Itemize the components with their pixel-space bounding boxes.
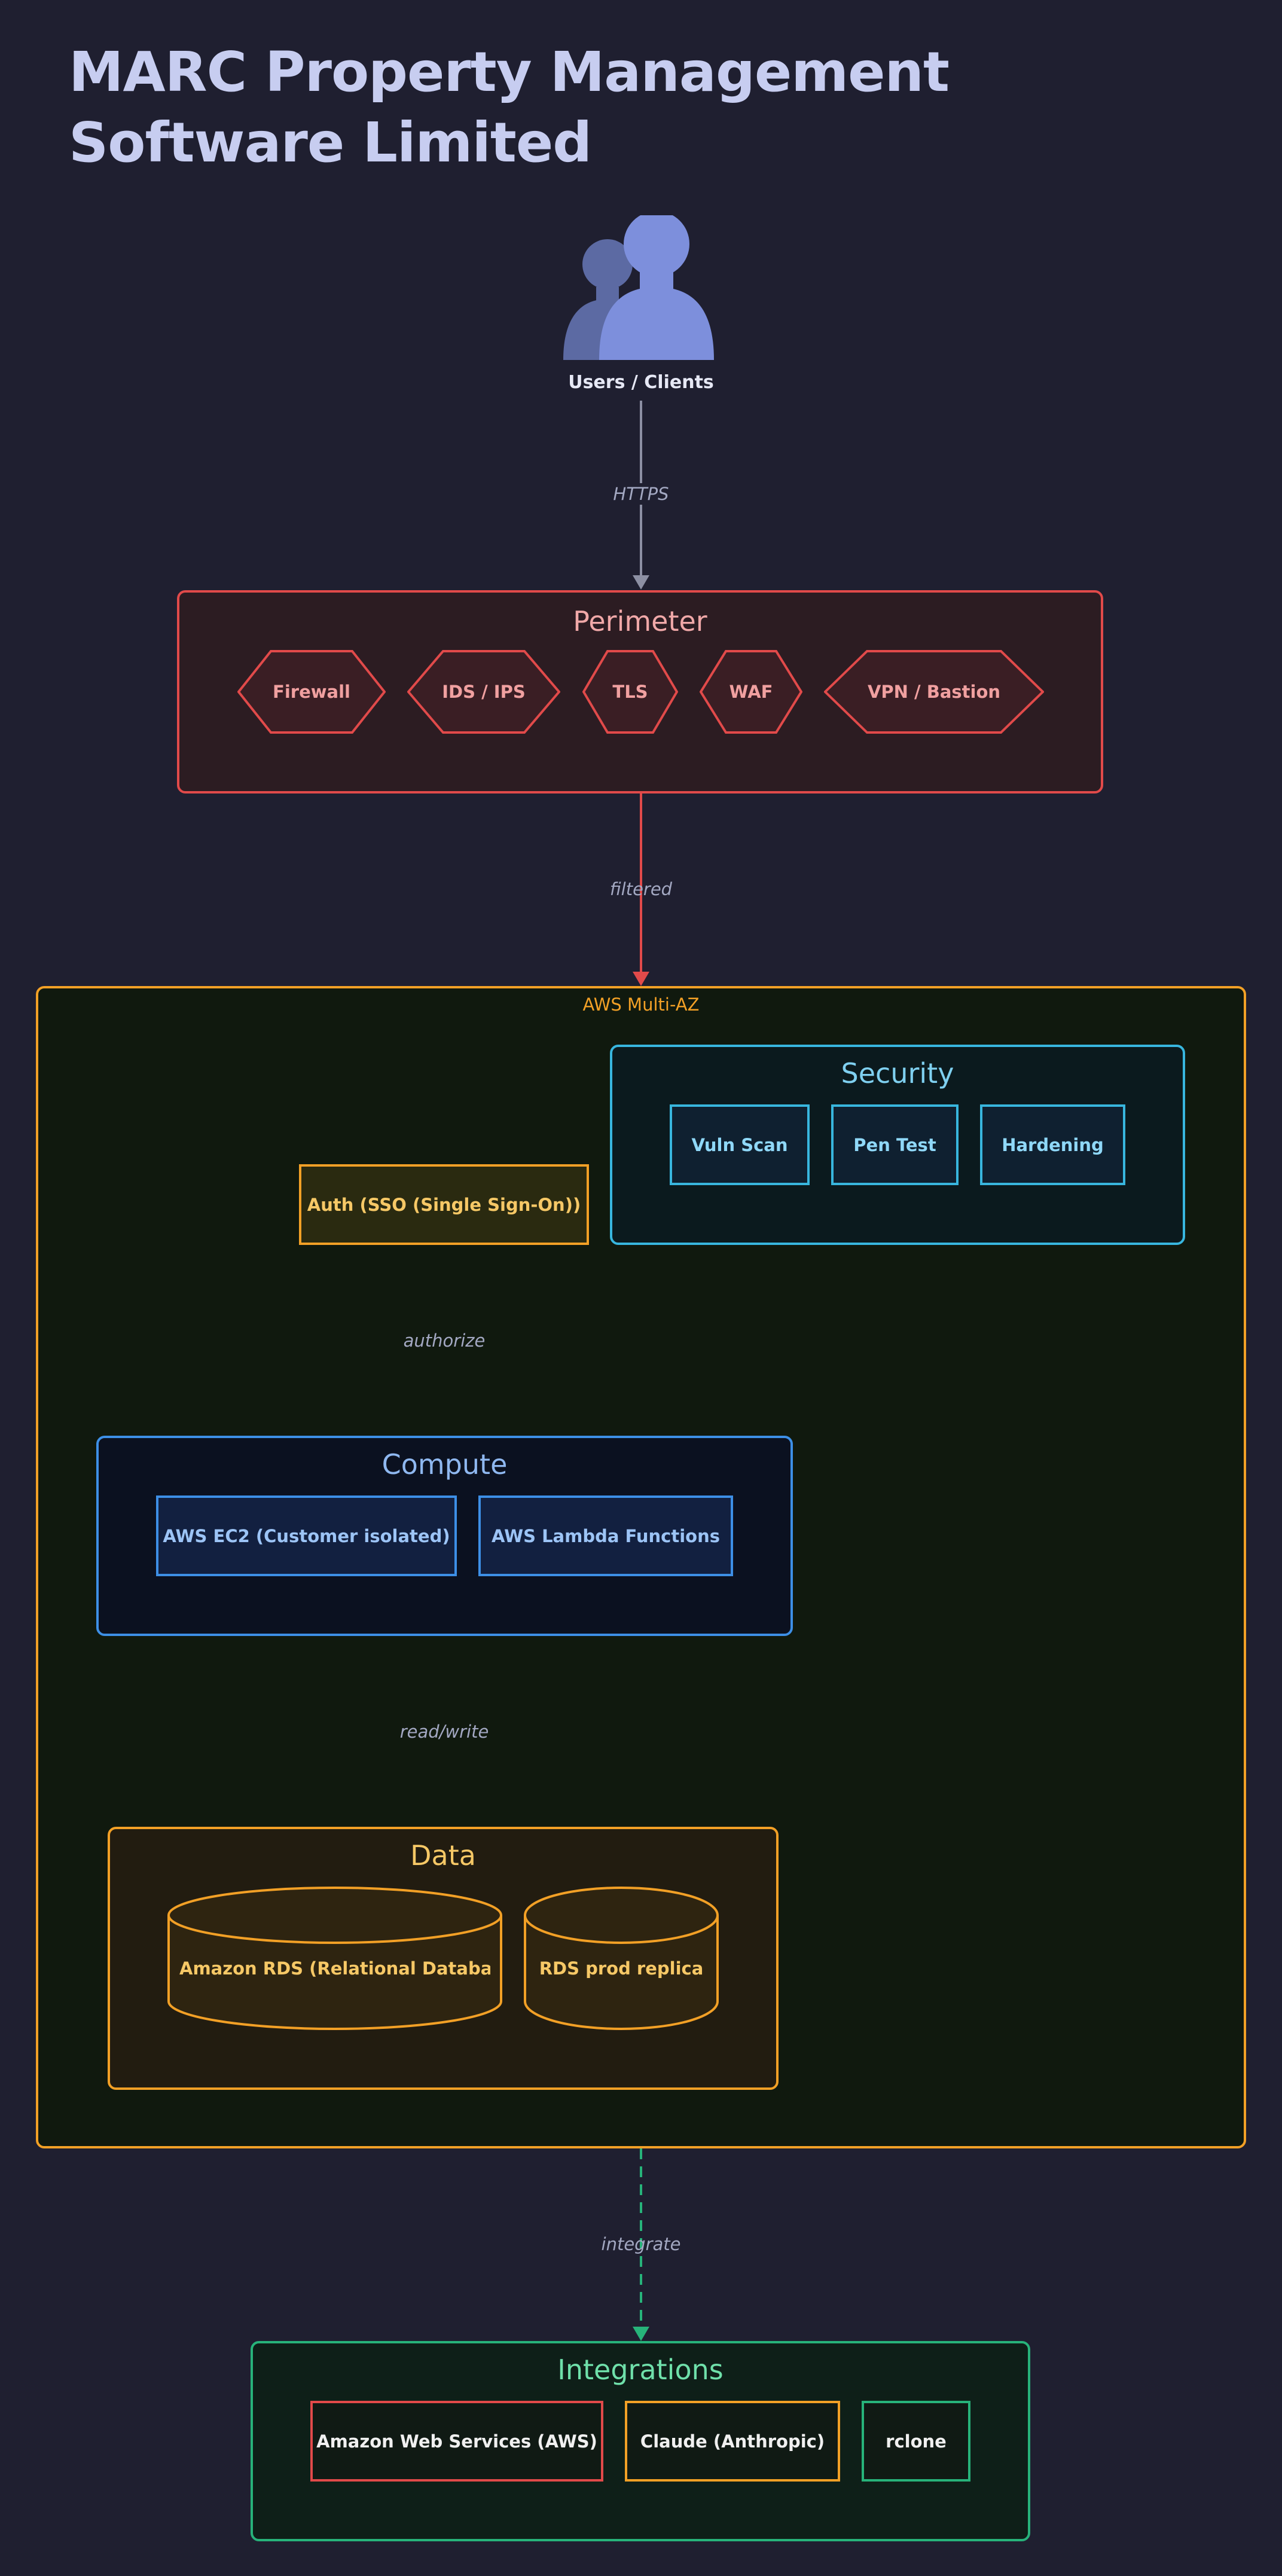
hex-ids-ips: IDS / IPS — [407, 650, 560, 734]
aws-multi-az-label: AWS Multi-AZ — [582, 994, 700, 1015]
hex-waf: WAF — [700, 650, 802, 734]
security-title: Security — [841, 1057, 954, 1089]
compute-title: Compute — [381, 1448, 508, 1481]
hex-vpn-bastion: VPN / Bastion — [824, 650, 1044, 734]
security-pen-test: Pen Test — [831, 1104, 959, 1185]
users-label: Users / Clients — [568, 372, 714, 393]
integrations-title: Integrations — [557, 2354, 724, 2386]
integration-aws: Amazon Web Services (AWS) — [310, 2401, 603, 2482]
auth-sso-node: Auth (SSO (Single Sign-On)) — [299, 1164, 589, 1245]
compute-aws-lambda: AWS Lambda Functions — [478, 1495, 733, 1576]
edge-label-read-write: read/write — [355, 1721, 534, 1742]
edge-label-integrate: integrate — [601, 2234, 681, 2254]
data-title: Data — [410, 1839, 476, 1872]
arrowhead-https — [633, 575, 649, 590]
hex-firewall: Firewall — [237, 650, 386, 734]
edge-label-filtered: filtered — [609, 879, 673, 899]
users-node: Users / Clients — [551, 215, 731, 407]
data-rds-prod-replica: RDS prod replica — [524, 1887, 719, 2030]
arrowhead-integrate — [633, 2327, 649, 2341]
integration-rclone: rclone — [862, 2401, 970, 2482]
security-hardening: Hardening — [980, 1104, 1125, 1185]
integration-claude: Claude (Anthropic) — [625, 2401, 840, 2482]
edge-label-authorize: authorize — [355, 1330, 534, 1351]
data-amazon-rds: Amazon RDS (Relational Databas — [167, 1887, 502, 2030]
compute-aws-ec2: AWS EC2 (Customer isolated) — [156, 1495, 457, 1576]
arrowhead-filtered — [633, 972, 649, 986]
hex-tls: TLS — [582, 650, 678, 734]
security-vuln-scan: Vuln Scan — [670, 1104, 810, 1185]
page-title: MARC Property Management Software Limite… — [69, 40, 950, 175]
edge-label-https: HTTPS — [551, 483, 731, 505]
perimeter-title: Perimeter — [573, 605, 707, 637]
users-icon — [563, 215, 714, 360]
